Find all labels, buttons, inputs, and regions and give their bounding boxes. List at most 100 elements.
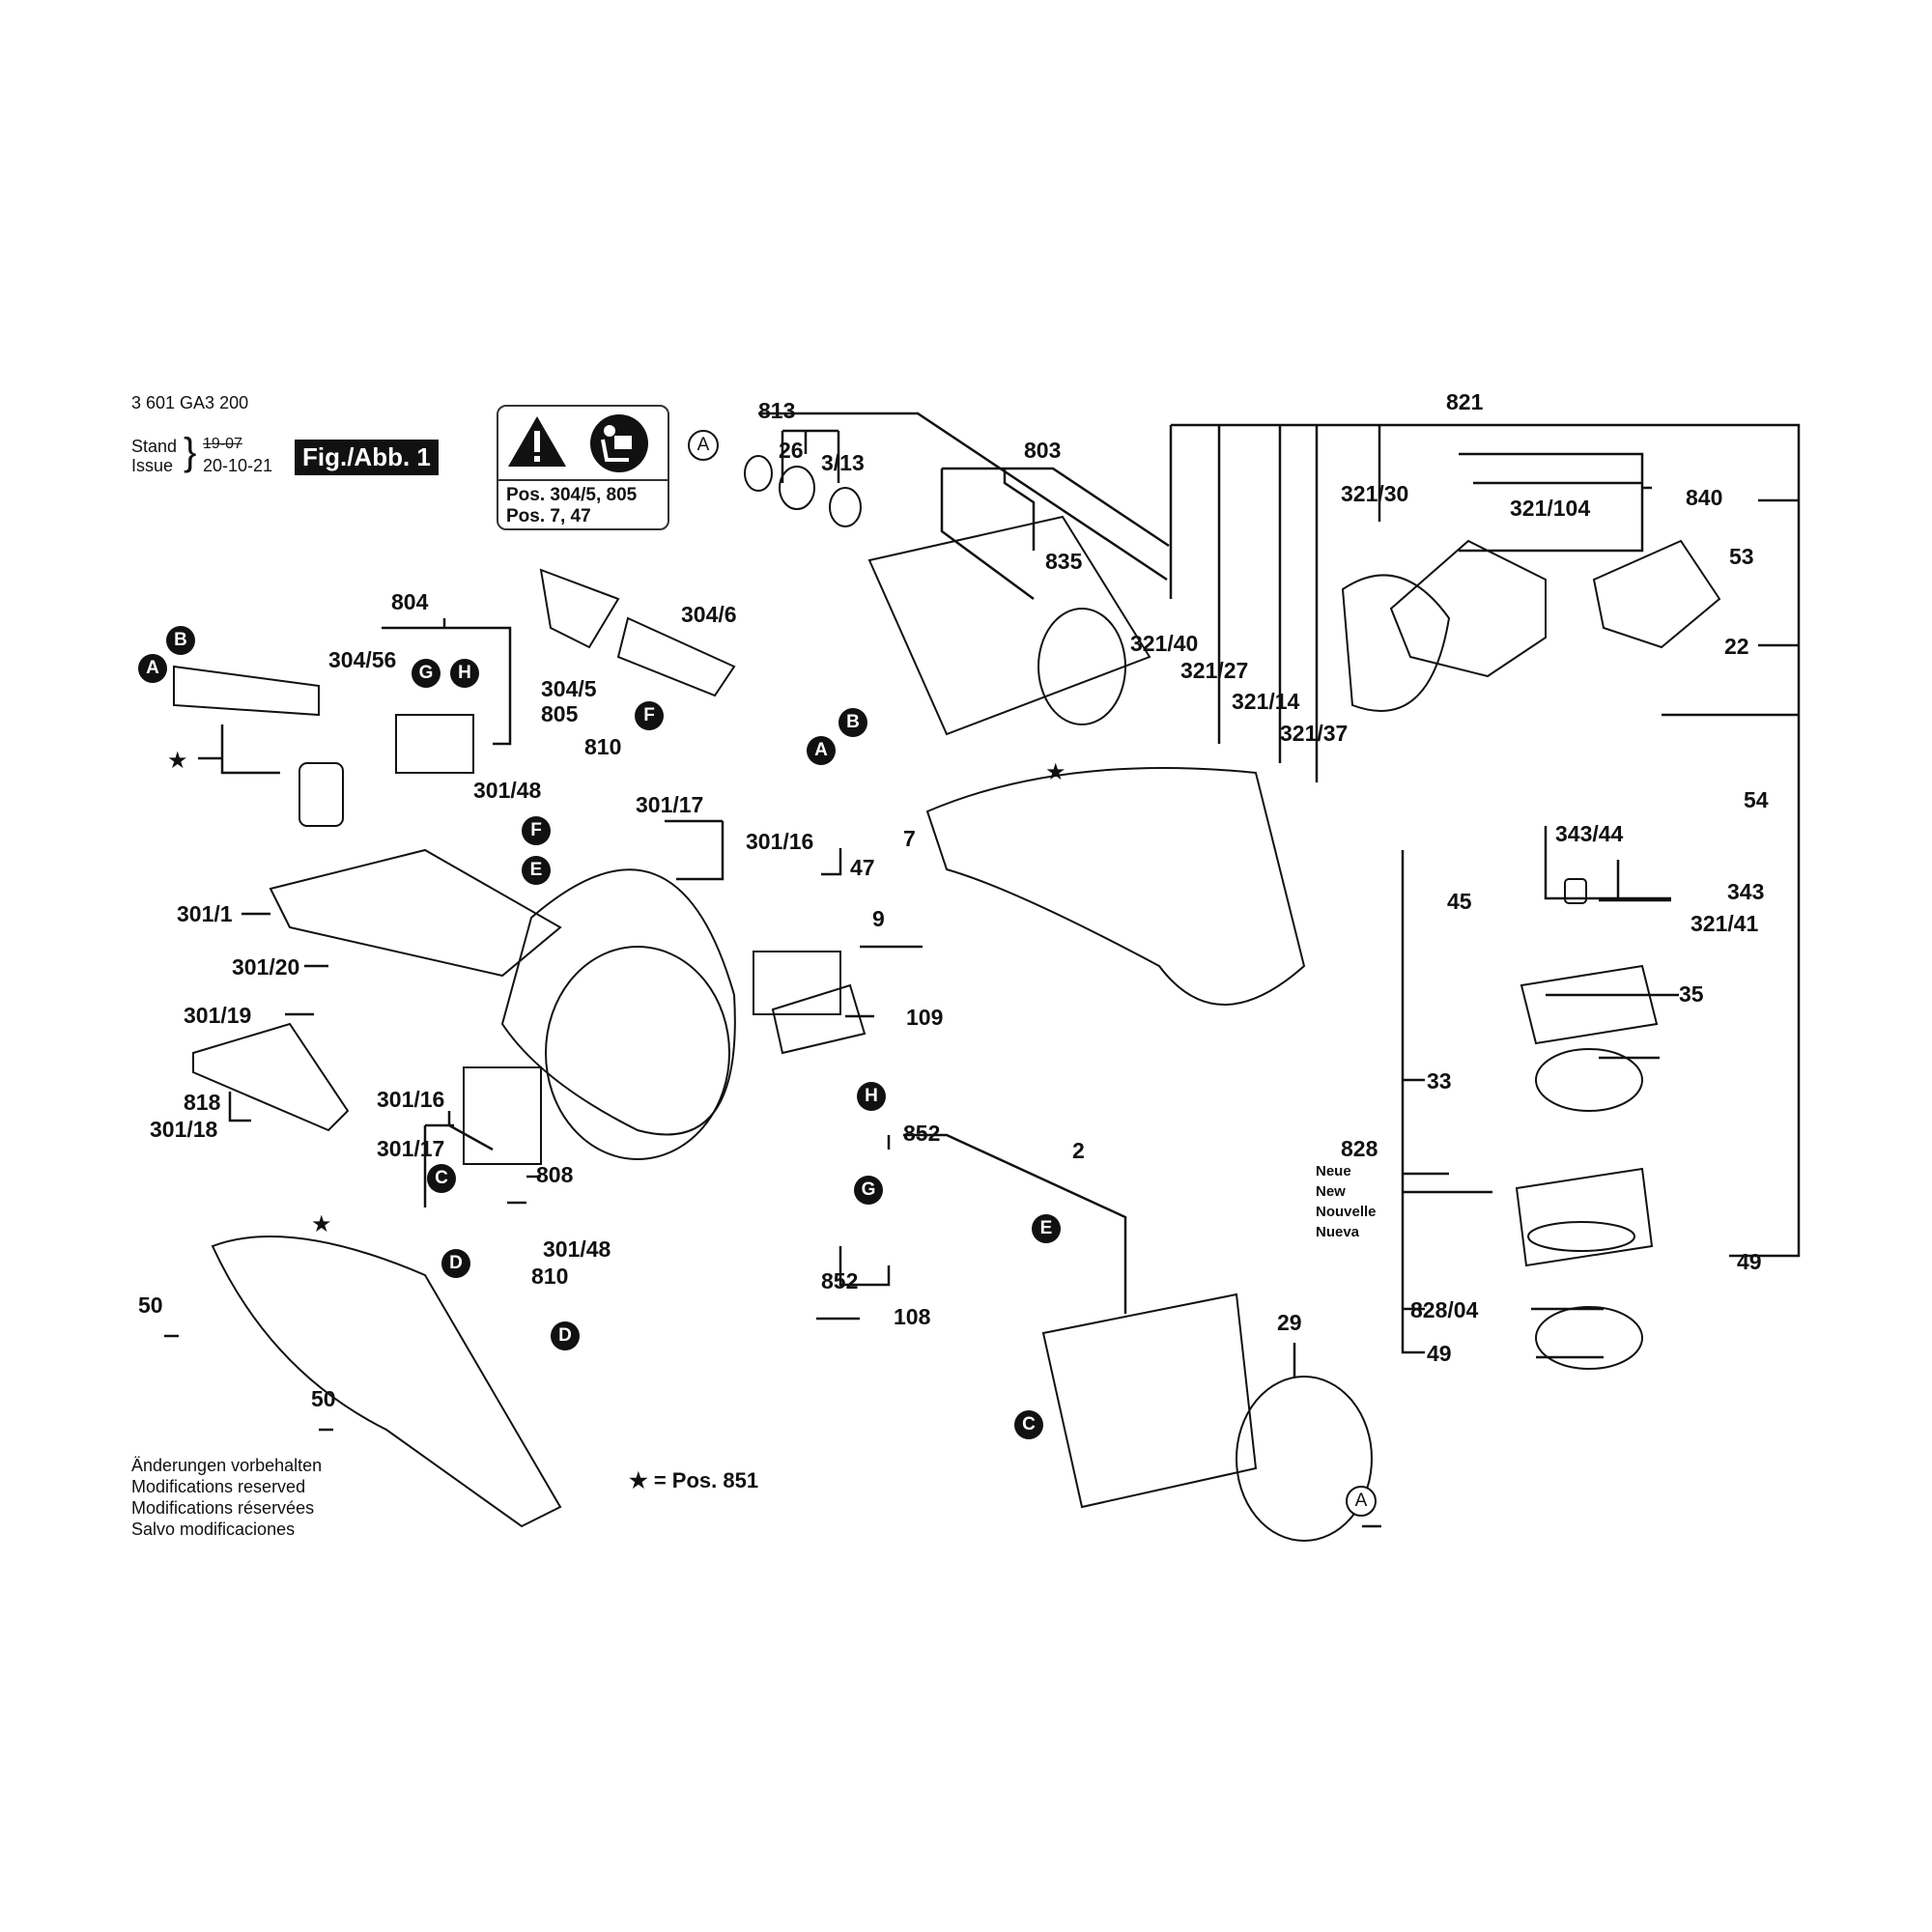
bracket-828 xyxy=(1401,826,1679,1359)
connector-f-mid[interactable]: F xyxy=(522,816,551,845)
label-804[interactable]: 804 xyxy=(391,589,429,614)
label-301-48-bottom[interactable]: 301/48 xyxy=(543,1236,611,1262)
label-343[interactable]: 343 xyxy=(1727,879,1765,904)
modifications-es: Salvo modificaciones xyxy=(131,1520,296,1539)
oring-828-04-shape xyxy=(1535,1306,1643,1370)
modifications-fr: Modifications réservées xyxy=(131,1498,315,1518)
connector-g-top[interactable]: G xyxy=(412,659,440,688)
label-852-top[interactable]: 852 xyxy=(903,1121,941,1146)
label-301-16-top[interactable]: 301/16 xyxy=(746,829,814,854)
label-49-bottom[interactable]: 49 xyxy=(1427,1341,1452,1366)
connector-b-left[interactable]: B xyxy=(166,626,195,655)
fan-baffle-29-shape xyxy=(1236,1376,1373,1542)
label-304-56[interactable]: 304/56 xyxy=(328,647,397,672)
oring-33-shape xyxy=(1535,1048,1643,1112)
label-304-5[interactable]: 304/5 xyxy=(541,676,597,701)
label-26[interactable]: 26 xyxy=(779,438,804,463)
part-bearing-shape xyxy=(829,487,862,527)
connector-e-mid[interactable]: E xyxy=(522,856,551,885)
label-835[interactable]: 835 xyxy=(1045,549,1083,574)
brace: } xyxy=(184,431,197,473)
label-301-1[interactable]: 301/1 xyxy=(177,901,233,926)
bracket-star-top xyxy=(198,724,280,775)
label-301-48-top[interactable]: 301/48 xyxy=(473,778,542,803)
label-53[interactable]: 53 xyxy=(1729,544,1754,569)
label-50-top[interactable]: 50 xyxy=(138,1293,163,1318)
label-33[interactable]: 33 xyxy=(1427,1068,1452,1094)
connector-c-bottom[interactable]: C xyxy=(1014,1410,1043,1439)
label-810-bottom[interactable]: 810 xyxy=(531,1264,569,1289)
label-828[interactable]: 828 xyxy=(1341,1136,1378,1161)
connector-h-bottom[interactable]: H xyxy=(857,1082,886,1111)
label-54[interactable]: 54 xyxy=(1744,787,1769,812)
label-852-bottom[interactable]: 852 xyxy=(821,1268,859,1293)
label-35[interactable]: 35 xyxy=(1679,981,1704,1007)
connector-f-top[interactable]: F xyxy=(635,701,664,730)
label-803[interactable]: 803 xyxy=(1024,438,1062,463)
label-45[interactable]: 45 xyxy=(1447,889,1472,914)
label-301-18[interactable]: 301/18 xyxy=(150,1117,218,1142)
label-321-27[interactable]: 321/27 xyxy=(1180,658,1249,683)
connector-h-top[interactable]: H xyxy=(450,659,479,688)
label-22[interactable]: 22 xyxy=(1724,634,1749,659)
new-note-fr: Nouvelle xyxy=(1316,1204,1377,1220)
electronic-module-shape xyxy=(173,665,320,717)
label-808[interactable]: 808 xyxy=(536,1162,574,1187)
label-304-6[interactable]: 304/6 xyxy=(681,602,737,627)
part-bearing-shape xyxy=(779,466,815,510)
part-sketches xyxy=(173,455,1721,1542)
label-301-19[interactable]: 301/19 xyxy=(184,1003,252,1028)
label-321-30[interactable]: 321/30 xyxy=(1341,481,1409,506)
label-7[interactable]: 7 xyxy=(903,826,916,851)
label-9[interactable]: 9 xyxy=(872,906,885,931)
connector-a-top[interactable]: A xyxy=(688,430,719,461)
label-109[interactable]: 109 xyxy=(906,1005,944,1030)
label-29[interactable]: 29 xyxy=(1277,1310,1302,1335)
label-301-17-bottom[interactable]: 301/17 xyxy=(377,1136,445,1161)
leader-lines xyxy=(164,848,1381,1528)
label-343-44[interactable]: 343/44 xyxy=(1555,821,1624,846)
cover-22-shape xyxy=(1592,539,1721,649)
new-note-de: Neue xyxy=(1316,1163,1351,1179)
connector-d-mid[interactable]: D xyxy=(441,1249,470,1278)
label-3-13[interactable]: 3/13 xyxy=(821,450,865,475)
label-301-16-bottom[interactable]: 301/16 xyxy=(377,1087,445,1112)
label-108[interactable]: 108 xyxy=(894,1304,931,1329)
label-818[interactable]: 818 xyxy=(184,1090,221,1115)
label-301-17-top[interactable]: 301/17 xyxy=(636,792,704,817)
armature-fan-shape xyxy=(1037,608,1126,725)
label-321-14[interactable]: 321/14 xyxy=(1232,689,1300,714)
label-2[interactable]: 2 xyxy=(1072,1138,1085,1163)
label-828-04[interactable]: 828/04 xyxy=(1410,1297,1479,1322)
connector-e-bottom[interactable]: E xyxy=(1032,1214,1061,1243)
label-813[interactable]: 813 xyxy=(758,398,796,423)
label-47[interactable]: 47 xyxy=(850,855,875,880)
connector-d-bottom[interactable]: D xyxy=(551,1321,580,1350)
label-821[interactable]: 821 xyxy=(1446,389,1484,414)
old-date-struck: 19-07 xyxy=(203,436,242,452)
label-810-top[interactable]: 810 xyxy=(584,734,622,759)
connector-c-mid[interactable]: C xyxy=(427,1164,456,1193)
cover-109-shape xyxy=(771,983,867,1055)
part-bearing-shape xyxy=(744,455,773,492)
label-321-41[interactable]: 321/41 xyxy=(1690,911,1759,936)
connector-b-right[interactable]: B xyxy=(838,708,867,737)
connector-a-bottom[interactable]: A xyxy=(1346,1486,1377,1517)
connector-g-bottom[interactable]: G xyxy=(854,1176,883,1205)
star-icon-housing: ★ xyxy=(1045,759,1066,785)
label-321-37[interactable]: 321/37 xyxy=(1280,721,1349,746)
connector-a-left[interactable]: A xyxy=(138,654,167,683)
handle-cover-shape xyxy=(211,1236,562,1528)
label-840[interactable]: 840 xyxy=(1686,485,1723,510)
label-50-bottom[interactable]: 50 xyxy=(311,1386,336,1411)
connector-a-mid[interactable]: A xyxy=(807,736,836,765)
warning-line-2: Pos. 7, 47 xyxy=(506,506,591,526)
label-805[interactable]: 805 xyxy=(541,701,579,726)
label-49-right[interactable]: 49 xyxy=(1737,1249,1762,1274)
warning-box: Pos. 304/5, 805 Pos. 7, 47 xyxy=(497,405,669,530)
label-321-104[interactable]: 321/104 xyxy=(1510,496,1591,521)
housing-shell-shape xyxy=(925,767,1306,1006)
label-321-40[interactable]: 321/40 xyxy=(1130,631,1199,656)
label-301-20[interactable]: 301/20 xyxy=(232,954,300,980)
